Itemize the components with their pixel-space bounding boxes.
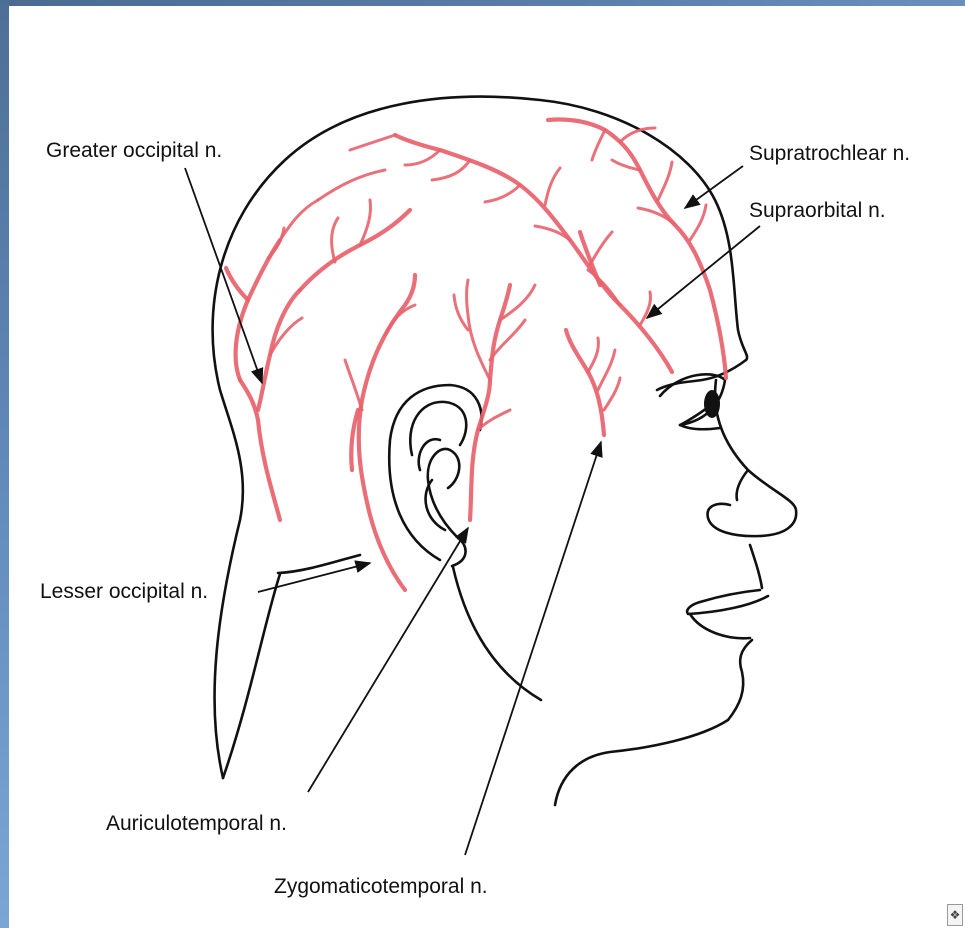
auriculotemporal-arrow <box>308 528 468 792</box>
supraorbital-arrow <box>647 226 760 318</box>
label-zygomaticotemporal: Zygomaticotemporal n. <box>274 875 488 898</box>
ear <box>389 385 481 566</box>
label-lesser-occipital: Lesser occipital n. <box>40 580 208 603</box>
label-auriculotemporal: Auriculotemporal n. <box>106 812 287 835</box>
label-supraorbital: Supraorbital n. <box>749 199 886 222</box>
supratrochlear-arrow <box>685 166 743 208</box>
head-outline <box>213 97 797 805</box>
image-placeholder-icon: ❖ <box>947 904 963 926</box>
head-nerve-diagram: Greater occipital n. Supratrochlear n. S… <box>9 6 965 928</box>
diagram-canvas: Greater occipital n. Supratrochlear n. S… <box>9 6 965 928</box>
left-frame-strip <box>0 0 9 928</box>
label-supratrochlear: Supratrochlear n. <box>749 142 910 165</box>
label-greater-occipital: Greater occipital n. <box>46 139 222 162</box>
zygomaticotemporal-nerve <box>566 330 620 435</box>
auriculotemporal-nerve <box>454 280 535 520</box>
lesser-occipital-nerve <box>345 275 415 590</box>
greater-occipital-nerve <box>226 170 410 520</box>
